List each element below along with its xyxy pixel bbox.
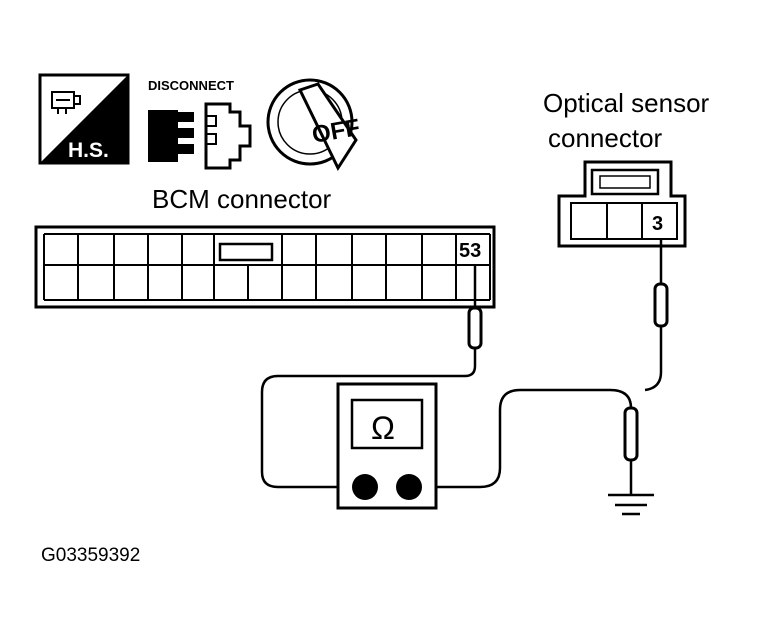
- ohm-symbol: Ω: [371, 410, 395, 446]
- disconnect-label: DISCONNECT: [148, 78, 234, 93]
- probe-ground: [623, 406, 639, 494]
- disconnect-icon: DISCONNECT: [148, 78, 252, 170]
- probe-bcm: [467, 264, 483, 366]
- optical-pin-label: 3: [652, 213, 663, 235]
- wires: [260, 365, 663, 489]
- meter-terminal-left: [352, 474, 378, 500]
- harness-icon: H.S.: [38, 73, 130, 165]
- ground-symbol: [608, 493, 654, 516]
- bcm-connector-title: BCM connector: [152, 184, 332, 214]
- meter-terminal-right: [396, 474, 422, 500]
- optical-title-line1: Optical sensor: [543, 88, 710, 118]
- bcm-connector: 53: [34, 225, 496, 309]
- probe-optical: [653, 238, 669, 372]
- ignition-off-icon: OFF: [266, 78, 362, 172]
- optical-title-line2: connector: [548, 123, 663, 153]
- figure-id: G03359392: [41, 545, 140, 566]
- hs-label: H.S.: [68, 139, 109, 162]
- bcm-pin-label: 53: [459, 240, 481, 262]
- ohmmeter: Ω: [336, 382, 438, 510]
- optical-sensor-connector: 3: [557, 160, 687, 248]
